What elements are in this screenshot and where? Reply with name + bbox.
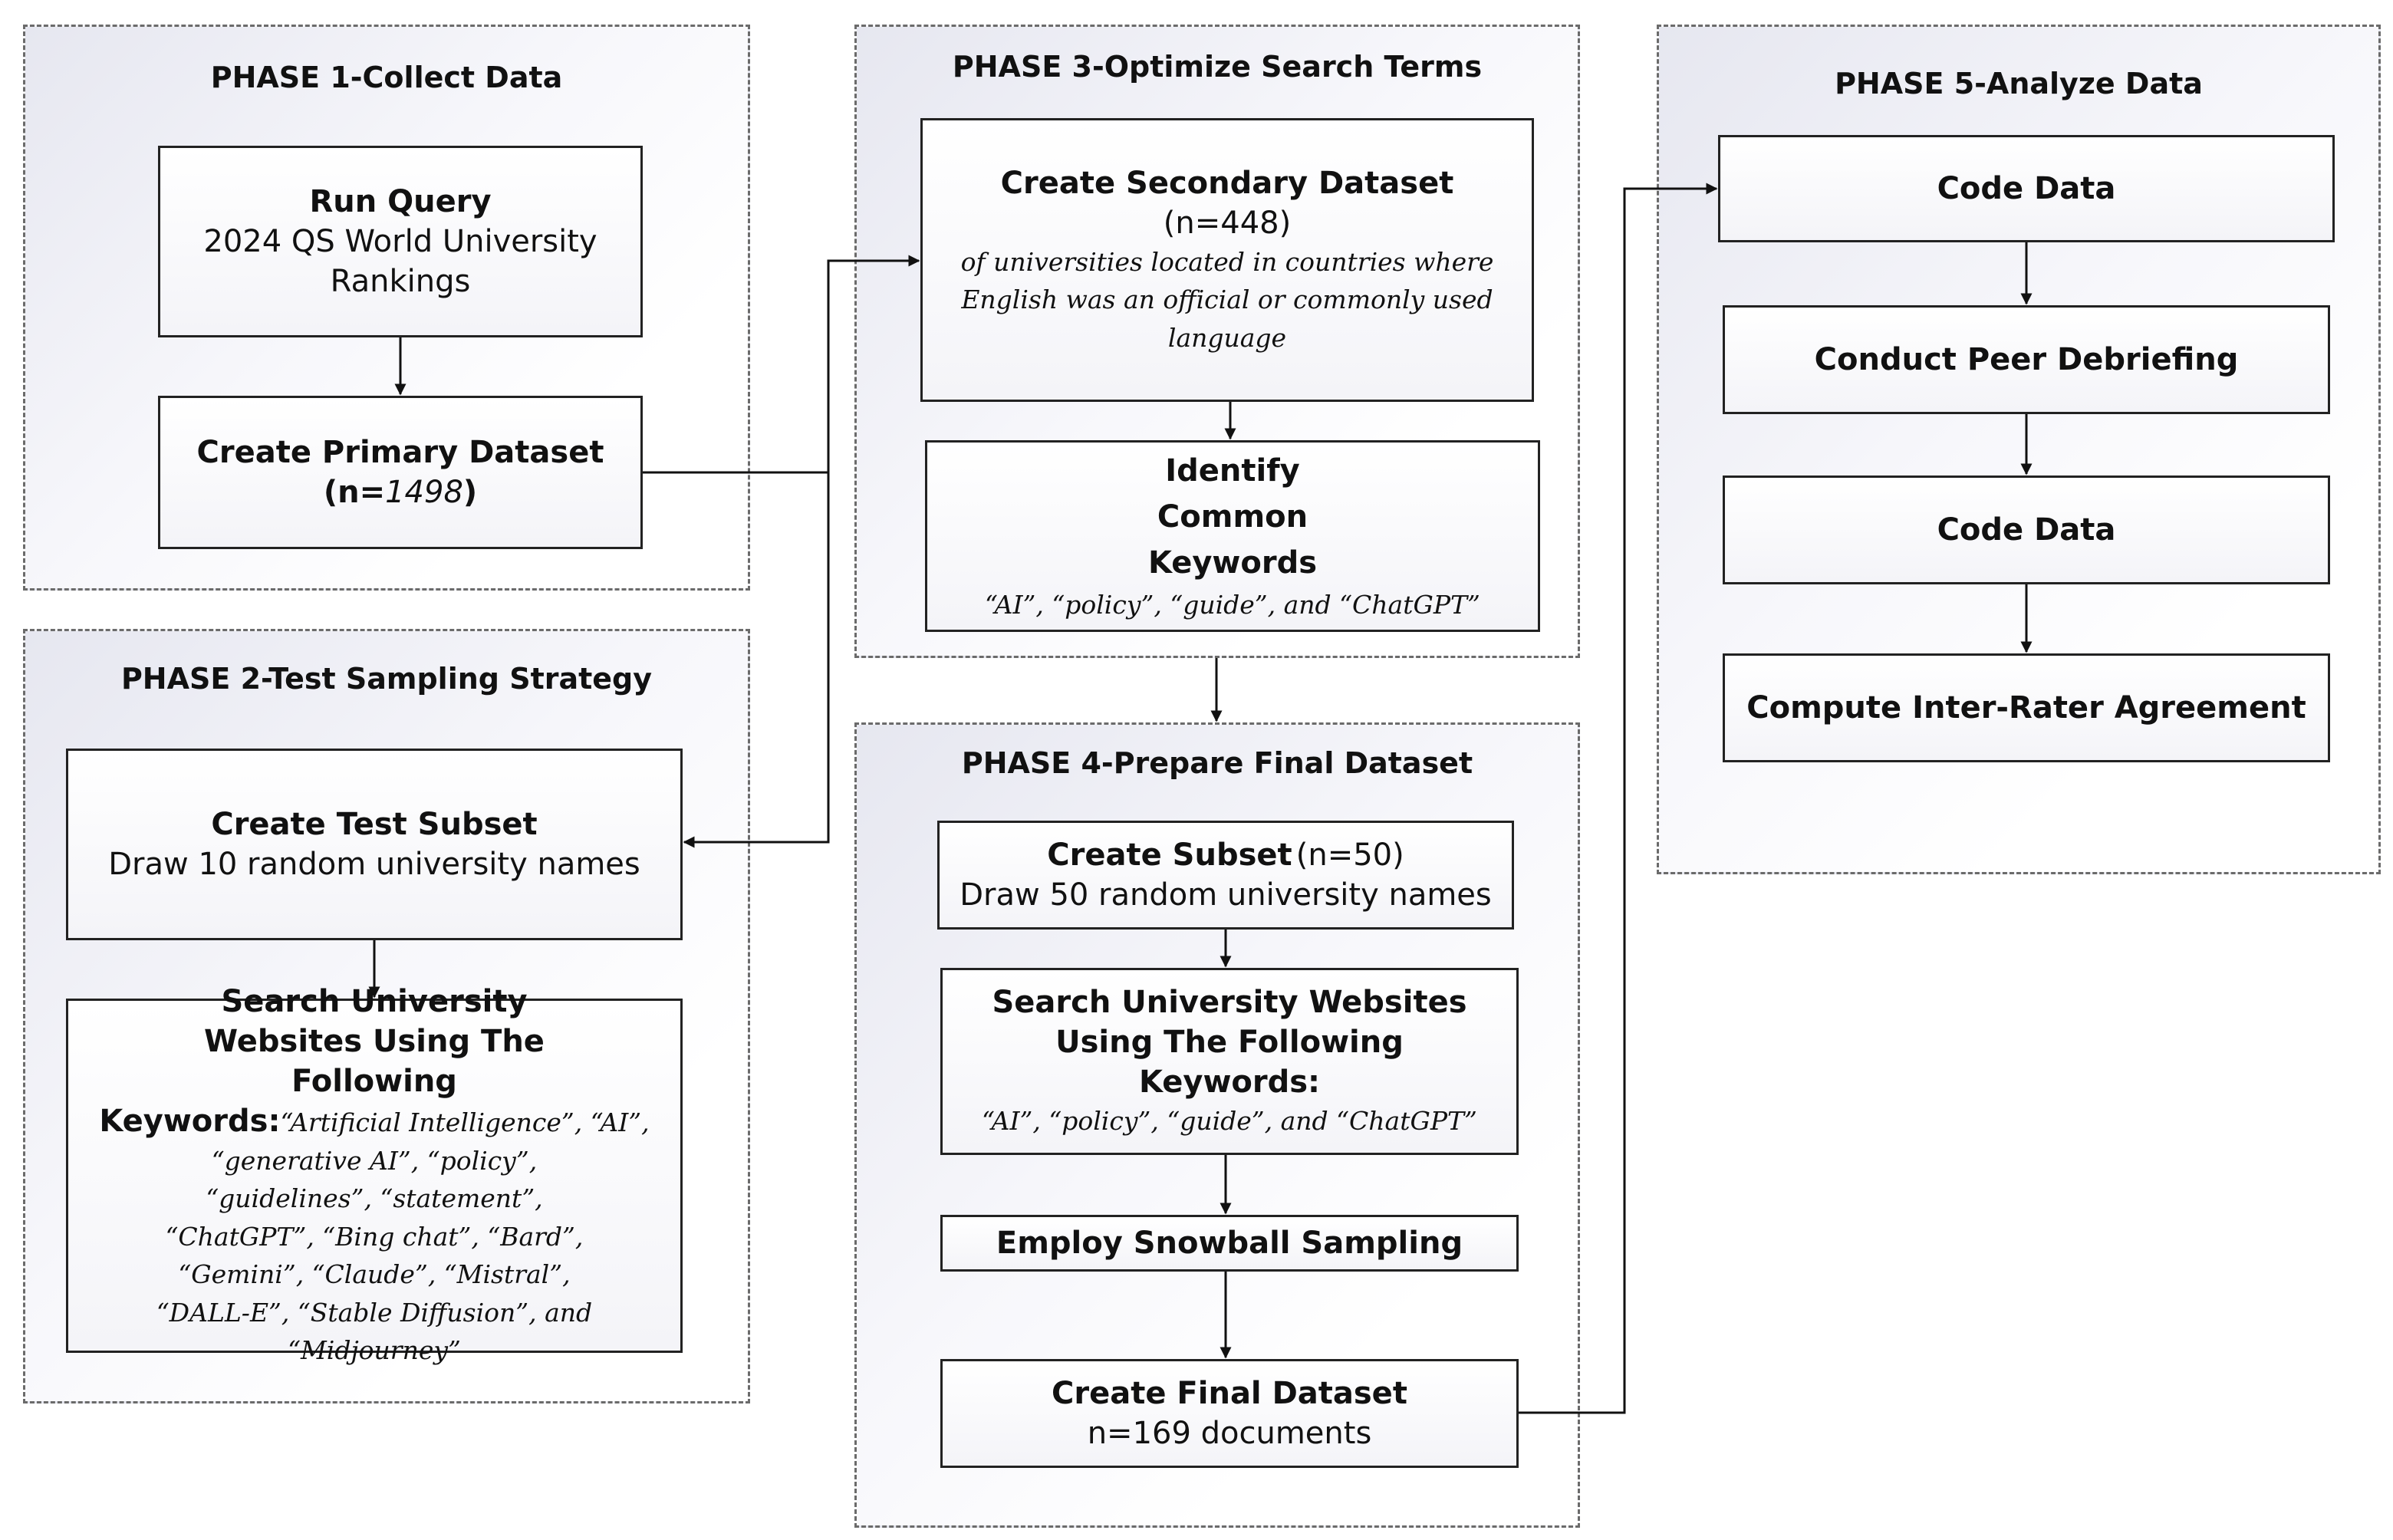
test-subset-box: Create Test Subset Draw 10 random univer… [66,749,683,940]
final-dataset-text: n=169 documents [1087,1416,1372,1451]
secondary-dataset-desc: of universities located in countries whe… [960,246,1494,353]
primary-dataset-count: (n=1498) [323,475,478,510]
phase-1-title: PHASE 1-Collect Data [210,61,563,94]
run-query-box: Run Query 2024 QS World University Ranki… [158,146,643,337]
common-keywords-list: “AI”, “policy”, “guide”, and “ChatGPT” [985,590,1480,620]
phase-4-title: PHASE 4-Prepare Final Dataset [961,746,1473,780]
run-query-text: 2024 QS World University Rankings [203,224,597,299]
search-websites-box-p2: Search University Websites Using The Fol… [66,984,683,1365]
test-subset-title: Create Test Subset [211,807,538,842]
phase-3-title: PHASE 3-Optimize Search Terms [952,50,1483,84]
create-subset-text: Draw 50 random university names [960,877,1492,913]
code-data-box-1: Code Data [1718,135,2335,242]
create-subset-box: Create Subset (n=50) Draw 50 random univ… [937,821,1514,930]
inter-rater-box: Compute Inter-Rater Agreement [1723,653,2330,762]
code-data-title-2: Code Data [1937,512,2116,548]
secondary-dataset-count: (n=448) [1163,205,1292,241]
search-keywords-p4: “AI”, “policy”, “guide”, and “ChatGPT” [982,1106,1477,1137]
code-data-title-1: Code Data [1937,171,2116,206]
search-websites-box-p4: Search University Websites Using The Fol… [940,968,1519,1155]
search-websites-title-p4: Search University Websites Using The Fol… [992,985,1467,1101]
arrow-final-to-code-data [1519,183,1718,1414]
inter-rater-title: Compute Inter-Rater Agreement [1746,690,2306,726]
snowball-sampling-box: Employ Snowball Sampling [940,1215,1519,1272]
arrow-primary-to-test-subset [683,472,830,848]
snowball-sampling-title: Employ Snowball Sampling [996,1226,1463,1261]
run-query-title: Run Query [309,184,492,219]
phase-5-title: PHASE 5-Analyze Data [1835,67,2203,100]
peer-debriefing-title: Conduct Peer Debriefing [1814,342,2239,377]
final-dataset-title: Create Final Dataset [1052,1376,1407,1411]
peer-debriefing-box: Conduct Peer Debriefing [1723,305,2330,414]
create-subset-title: Create Subset (n=50) [1047,837,1404,873]
primary-dataset-box: Create Primary Dataset (n=1498) [158,396,643,549]
final-dataset-box: Create Final Dataset n=169 documents [940,1359,1519,1468]
secondary-dataset-box: Create Secondary Dataset (n=448) of univ… [920,118,1534,402]
arrow-primary-to-secondary [643,255,920,474]
common-keywords-box: Identify Common Keywords “AI”, “policy”,… [925,440,1540,632]
common-keywords-title: Identify Common Keywords [1147,453,1318,581]
code-data-box-2: Code Data [1723,475,2330,584]
search-websites-title-p2: Search University Websites Using The Fol… [204,984,545,1100]
search-keywords-p2: “generative AI”, “policy”, “guidelines”,… [156,1145,593,1366]
primary-dataset-title: Create Primary Dataset [196,435,604,470]
secondary-dataset-title: Create Secondary Dataset [1000,165,1454,201]
phase-2-title: PHASE 2-Test Sampling Strategy [120,662,653,696]
search-keywords-line1-p2: Keywords:“Artificial Intelligence”, “AI”… [99,1104,650,1140]
test-subset-text: Draw 10 random university names [108,847,640,882]
